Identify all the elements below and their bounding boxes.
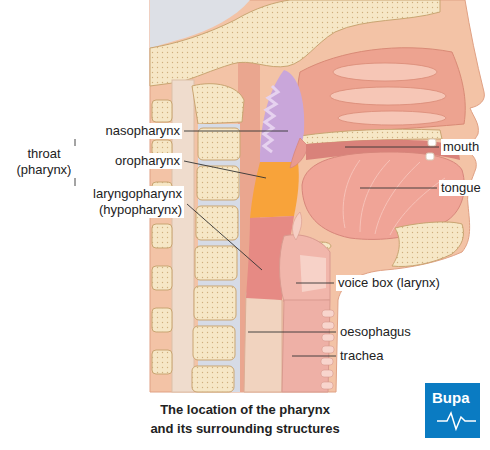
vertebra-body xyxy=(194,286,236,320)
vertebra-body xyxy=(195,246,237,280)
nasal-turbinate xyxy=(338,111,446,125)
epiglottis xyxy=(293,212,302,240)
vertebra-body xyxy=(196,206,238,240)
leader-line xyxy=(184,161,266,178)
logo-square xyxy=(425,383,480,438)
leader-line xyxy=(345,147,439,148)
structure-label: oesophagus xyxy=(338,324,438,340)
tracheal-ring xyxy=(322,334,334,341)
mandible xyxy=(392,222,464,267)
tracheal-ring xyxy=(322,322,334,329)
lower-tooth xyxy=(426,153,434,160)
structure-label: trachea xyxy=(338,348,438,364)
leader-line xyxy=(248,332,336,333)
nasal-turbinate xyxy=(330,87,446,105)
leader-line xyxy=(292,356,336,357)
structure-label: laryngopharynx (hypopharynx) xyxy=(72,186,184,218)
figure-caption: The location of the pharynx and its surr… xyxy=(148,400,342,438)
upper-vertebra xyxy=(192,84,244,124)
thyroid-cartilage xyxy=(300,255,326,292)
logo-box: Bupa xyxy=(425,383,480,438)
upper-tooth xyxy=(428,139,436,146)
vertebra-body xyxy=(198,128,240,160)
structure-label: oropharynx xyxy=(70,153,182,169)
leader-line xyxy=(296,283,334,284)
logo-text: Bupa xyxy=(432,389,473,407)
structure-label: throat (pharynx) xyxy=(12,146,76,178)
tracheal-ring xyxy=(321,370,333,377)
vertebra-body xyxy=(192,366,234,392)
leader-line xyxy=(360,188,437,189)
adenoid-edge xyxy=(264,86,278,152)
spinous-process xyxy=(152,224,172,248)
tracheal-ring xyxy=(322,346,334,353)
leader-line xyxy=(184,131,288,132)
structure-label: mouth xyxy=(441,139,487,155)
tracheal-ring xyxy=(322,310,334,317)
logo-heartbeat xyxy=(437,413,476,429)
nasal-turbinate xyxy=(333,63,437,81)
spinous-process xyxy=(152,308,172,332)
structure-label: nasopharynx xyxy=(70,123,182,139)
larynx-shape xyxy=(280,235,331,302)
spinous-process xyxy=(152,100,172,122)
vertebra-body xyxy=(193,326,235,360)
spinous-process xyxy=(152,266,172,290)
spinous-process xyxy=(152,350,172,374)
tracheal-ring xyxy=(321,382,333,389)
structure-label: tongue xyxy=(439,180,487,196)
structure-label: voice box (larynx) xyxy=(336,275,466,291)
oesophagus-tube xyxy=(244,292,282,392)
leader-line xyxy=(187,204,262,270)
head-silhouette xyxy=(150,0,484,392)
nasal-cavity xyxy=(297,48,465,136)
skull-base xyxy=(150,0,440,86)
oropharynx-region xyxy=(250,162,299,218)
tracheal-ring xyxy=(321,358,333,365)
soft-palate xyxy=(290,138,308,168)
